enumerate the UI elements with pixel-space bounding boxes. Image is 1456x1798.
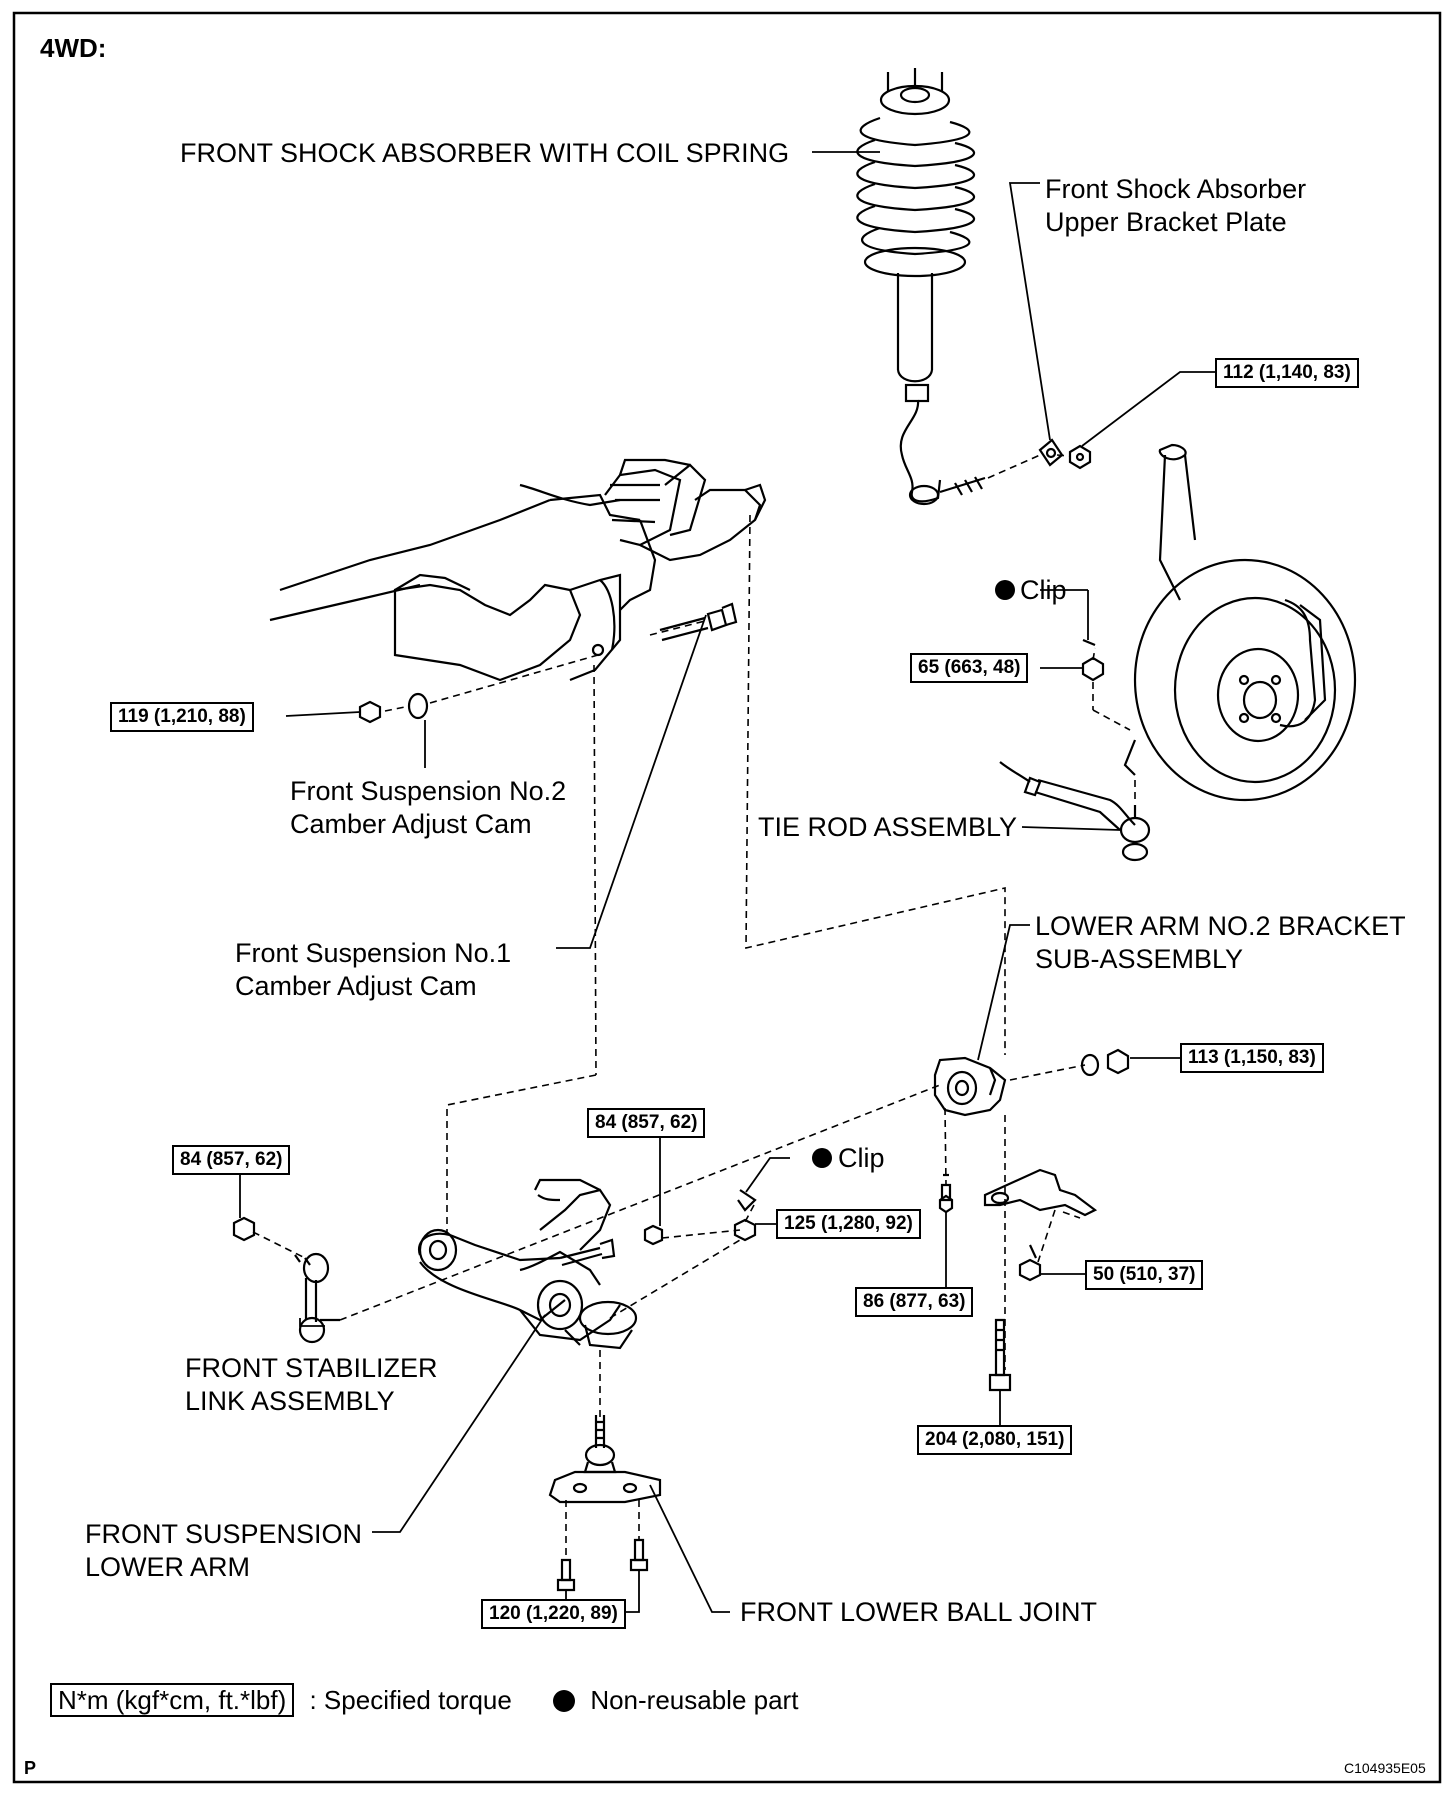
label-stabilizer-link-line1: FRONT STABILIZER bbox=[185, 1353, 438, 1383]
nonreusable-dot-clip-mid bbox=[812, 1148, 832, 1168]
label-ball-joint: FRONT LOWER BALL JOINT bbox=[740, 1597, 1098, 1627]
clip-nut-125 bbox=[733, 1189, 757, 1242]
label-clip-mid: Clip bbox=[838, 1143, 885, 1173]
torque-84-left: 84 (857, 62) bbox=[172, 1145, 291, 1175]
legend: N*m (kgf*cm, ft.*lbf) : Specified torque… bbox=[50, 1683, 799, 1717]
label-lower-arm-no2-bracket-line2: SUB-ASSEMBLY bbox=[1035, 944, 1244, 974]
legend-torque-unit: N*m (kgf*cm, ft.*lbf) bbox=[50, 1683, 295, 1717]
front-lower-ball-joint bbox=[548, 1415, 662, 1592]
nonreusable-dot-clip-top bbox=[995, 580, 1015, 600]
legend-nonreusable-text: Non-reusable part bbox=[590, 1685, 799, 1715]
page-frame bbox=[12, 11, 1442, 1784]
label-lower-arm-line1: FRONT SUSPENSION bbox=[85, 1519, 363, 1549]
label-lower-arm-line2: LOWER ARM bbox=[85, 1552, 251, 1582]
label-shock-absorber: FRONT SHOCK ABSORBER WITH COIL SPRING bbox=[180, 138, 790, 168]
torque-50: 50 (510, 37) bbox=[1085, 1260, 1204, 1290]
front-stabilizer-link bbox=[232, 1216, 340, 1344]
torque-112: 112 (1,140, 83) bbox=[1215, 358, 1359, 388]
label-stabilizer-link: FRONT STABILIZER LINK ASSEMBLY bbox=[185, 1352, 438, 1418]
label-camber-cam-no2: Front Suspension No.2 Camber Adjust Cam bbox=[290, 775, 566, 841]
label-camber-cam-no1-line1: Front Suspension No.1 bbox=[235, 938, 512, 968]
alignment-lines bbox=[252, 454, 1136, 1560]
washer-nut-113 bbox=[1080, 1048, 1130, 1077]
nut-119 bbox=[358, 700, 382, 724]
torque-113: 113 (1,150, 83) bbox=[1180, 1043, 1324, 1073]
label-lower-arm: FRONT SUSPENSION LOWER ARM bbox=[85, 1518, 362, 1584]
legend-torque-text: : Specified torque bbox=[309, 1685, 512, 1715]
label-camber-cam-no1-line2: Camber Adjust Cam bbox=[235, 971, 477, 1001]
upper-bracket-plate bbox=[1038, 438, 1064, 467]
torque-65: 65 (663, 48) bbox=[910, 653, 1029, 683]
camber-cam-no2 bbox=[407, 692, 429, 720]
label-clip-top: Clip bbox=[1020, 575, 1067, 605]
legend-nonreusable-dot-icon bbox=[553, 1690, 576, 1712]
page-title: 4WD: bbox=[40, 33, 107, 63]
label-camber-cam-no2-line1: Front Suspension No.2 bbox=[290, 776, 567, 806]
torque-119: 119 (1,210, 88) bbox=[110, 702, 254, 732]
nut-112 bbox=[1068, 444, 1092, 470]
label-lower-arm-no2-bracket: LOWER ARM NO.2 BRACKET SUB-ASSEMBLY bbox=[1035, 910, 1406, 976]
tie-rod-assembly bbox=[999, 761, 1151, 862]
front-suspension-lower-arm bbox=[417, 1178, 638, 1350]
torque-86: 86 (877, 63) bbox=[855, 1287, 974, 1317]
steering-knuckle-brake-disc bbox=[1123, 443, 1357, 802]
label-upper-bracket-plate: Front Shock Absorber Upper Bracket Plate bbox=[1045, 173, 1306, 239]
label-stabilizer-link-line2: LINK ASSEMBLY bbox=[185, 1386, 395, 1416]
label-upper-bracket-plate-line2: Upper Bracket Plate bbox=[1045, 207, 1287, 237]
torque-120: 120 (1,220, 89) bbox=[481, 1599, 626, 1629]
label-tie-rod: TIE ROD ASSEMBLY bbox=[758, 812, 1018, 842]
footer-code: C104935E05 bbox=[1344, 1760, 1426, 1776]
camber-adjust-bolt bbox=[659, 602, 738, 642]
nut-84-mid bbox=[643, 1224, 664, 1246]
torque-204: 204 (2,080, 151) bbox=[917, 1425, 1073, 1455]
leader-lines bbox=[239, 151, 1215, 1613]
bolt-204 bbox=[988, 1318, 1012, 1392]
shock-absorber-coil-spring bbox=[856, 68, 986, 506]
front-crossmember bbox=[269, 458, 767, 682]
lower-arm-no2-bracket bbox=[933, 1056, 1007, 1117]
label-lower-arm-no2-bracket-line1: LOWER ARM NO.2 BRACKET bbox=[1035, 911, 1406, 941]
footer-left-mark: P bbox=[24, 1758, 37, 1778]
torque-125: 125 (1,280, 92) bbox=[776, 1209, 921, 1239]
label-upper-bracket-plate-line1: Front Shock Absorber bbox=[1045, 174, 1307, 204]
label-camber-cam-no1: Front Suspension No.1 Camber Adjust Cam bbox=[235, 937, 511, 1003]
label-camber-cam-no2-line2: Camber Adjust Cam bbox=[290, 809, 532, 839]
bolt-86 bbox=[938, 1173, 954, 1214]
stabilizer-bracket bbox=[983, 1168, 1098, 1282]
torque-84-mid: 84 (857, 62) bbox=[587, 1108, 706, 1138]
